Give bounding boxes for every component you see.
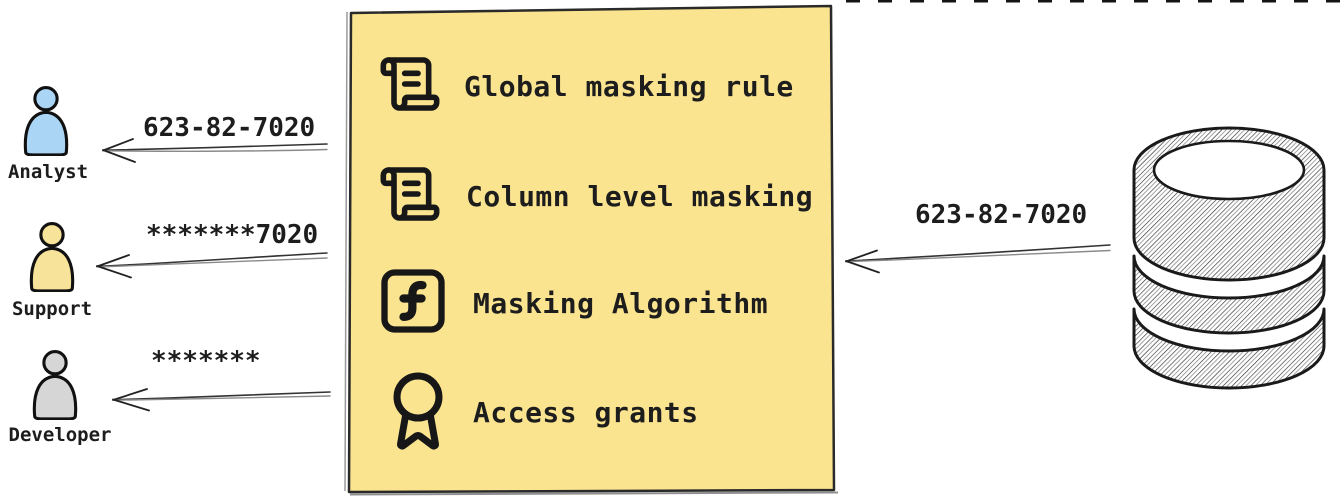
person-icon — [32, 350, 78, 420]
scroll-text-icon — [380, 57, 440, 111]
masked-value-developer: ******* — [151, 346, 261, 376]
person-icon — [23, 86, 69, 156]
persona-name-support: Support — [11, 298, 93, 320]
panel-item-column-level-masking: Column level masking — [466, 180, 814, 213]
db-source-value: 623-82-7020 — [915, 200, 1088, 230]
panel-item-access-grants: Access grants — [473, 396, 699, 429]
masking-panel-box — [344, 4, 839, 496]
panel-item-global-masking-rule: Global masking rule — [464, 70, 794, 103]
arrow-to-analyst — [102, 138, 328, 163]
panel-item-masking-algorithm: Masking Algorithm — [473, 287, 769, 320]
person-icon — [29, 222, 75, 292]
arrow-to-support — [96, 252, 328, 279]
arrow-to-developer — [112, 388, 331, 412]
persona-name-analyst: Analyst — [7, 161, 89, 183]
award-icon — [393, 372, 443, 450]
function-square-icon — [381, 269, 445, 333]
arrow-db-to-panel — [845, 244, 1111, 274]
masked-value-support: *******7020 — [146, 220, 319, 250]
persona-name-developer: Developer — [8, 424, 112, 446]
masking-panel-fill — [347, 4, 836, 494]
database-icon — [1132, 126, 1326, 390]
masked-value-analyst: 623-82-7020 — [143, 113, 316, 143]
scroll-text-icon — [380, 167, 440, 221]
